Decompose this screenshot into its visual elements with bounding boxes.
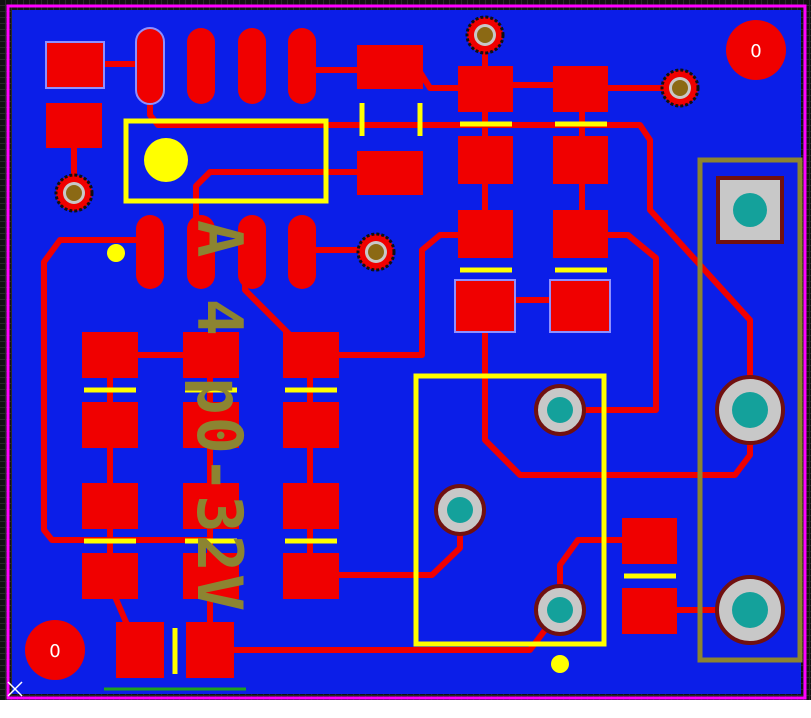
vias: [54, 15, 700, 272]
board-outline: [6, 4, 807, 700]
mounting-hole-bottom-left: 0: [25, 620, 85, 680]
ic-pads: [135, 27, 316, 289]
silk-dots: [107, 138, 569, 673]
silkscreen: [84, 103, 676, 674]
mounting-hole-top-right: 0: [726, 20, 786, 80]
terminal-block-outline: [697, 157, 803, 663]
through-hole-pads: [434, 176, 785, 645]
mounting-hole-label: 0: [49, 641, 60, 662]
mounting-hole-label: 0: [750, 41, 761, 62]
origin-marker: [7, 681, 23, 697]
silkscreen-text: A 4 p0-32V: [183, 220, 256, 613]
smd-pads: [45, 41, 677, 678]
